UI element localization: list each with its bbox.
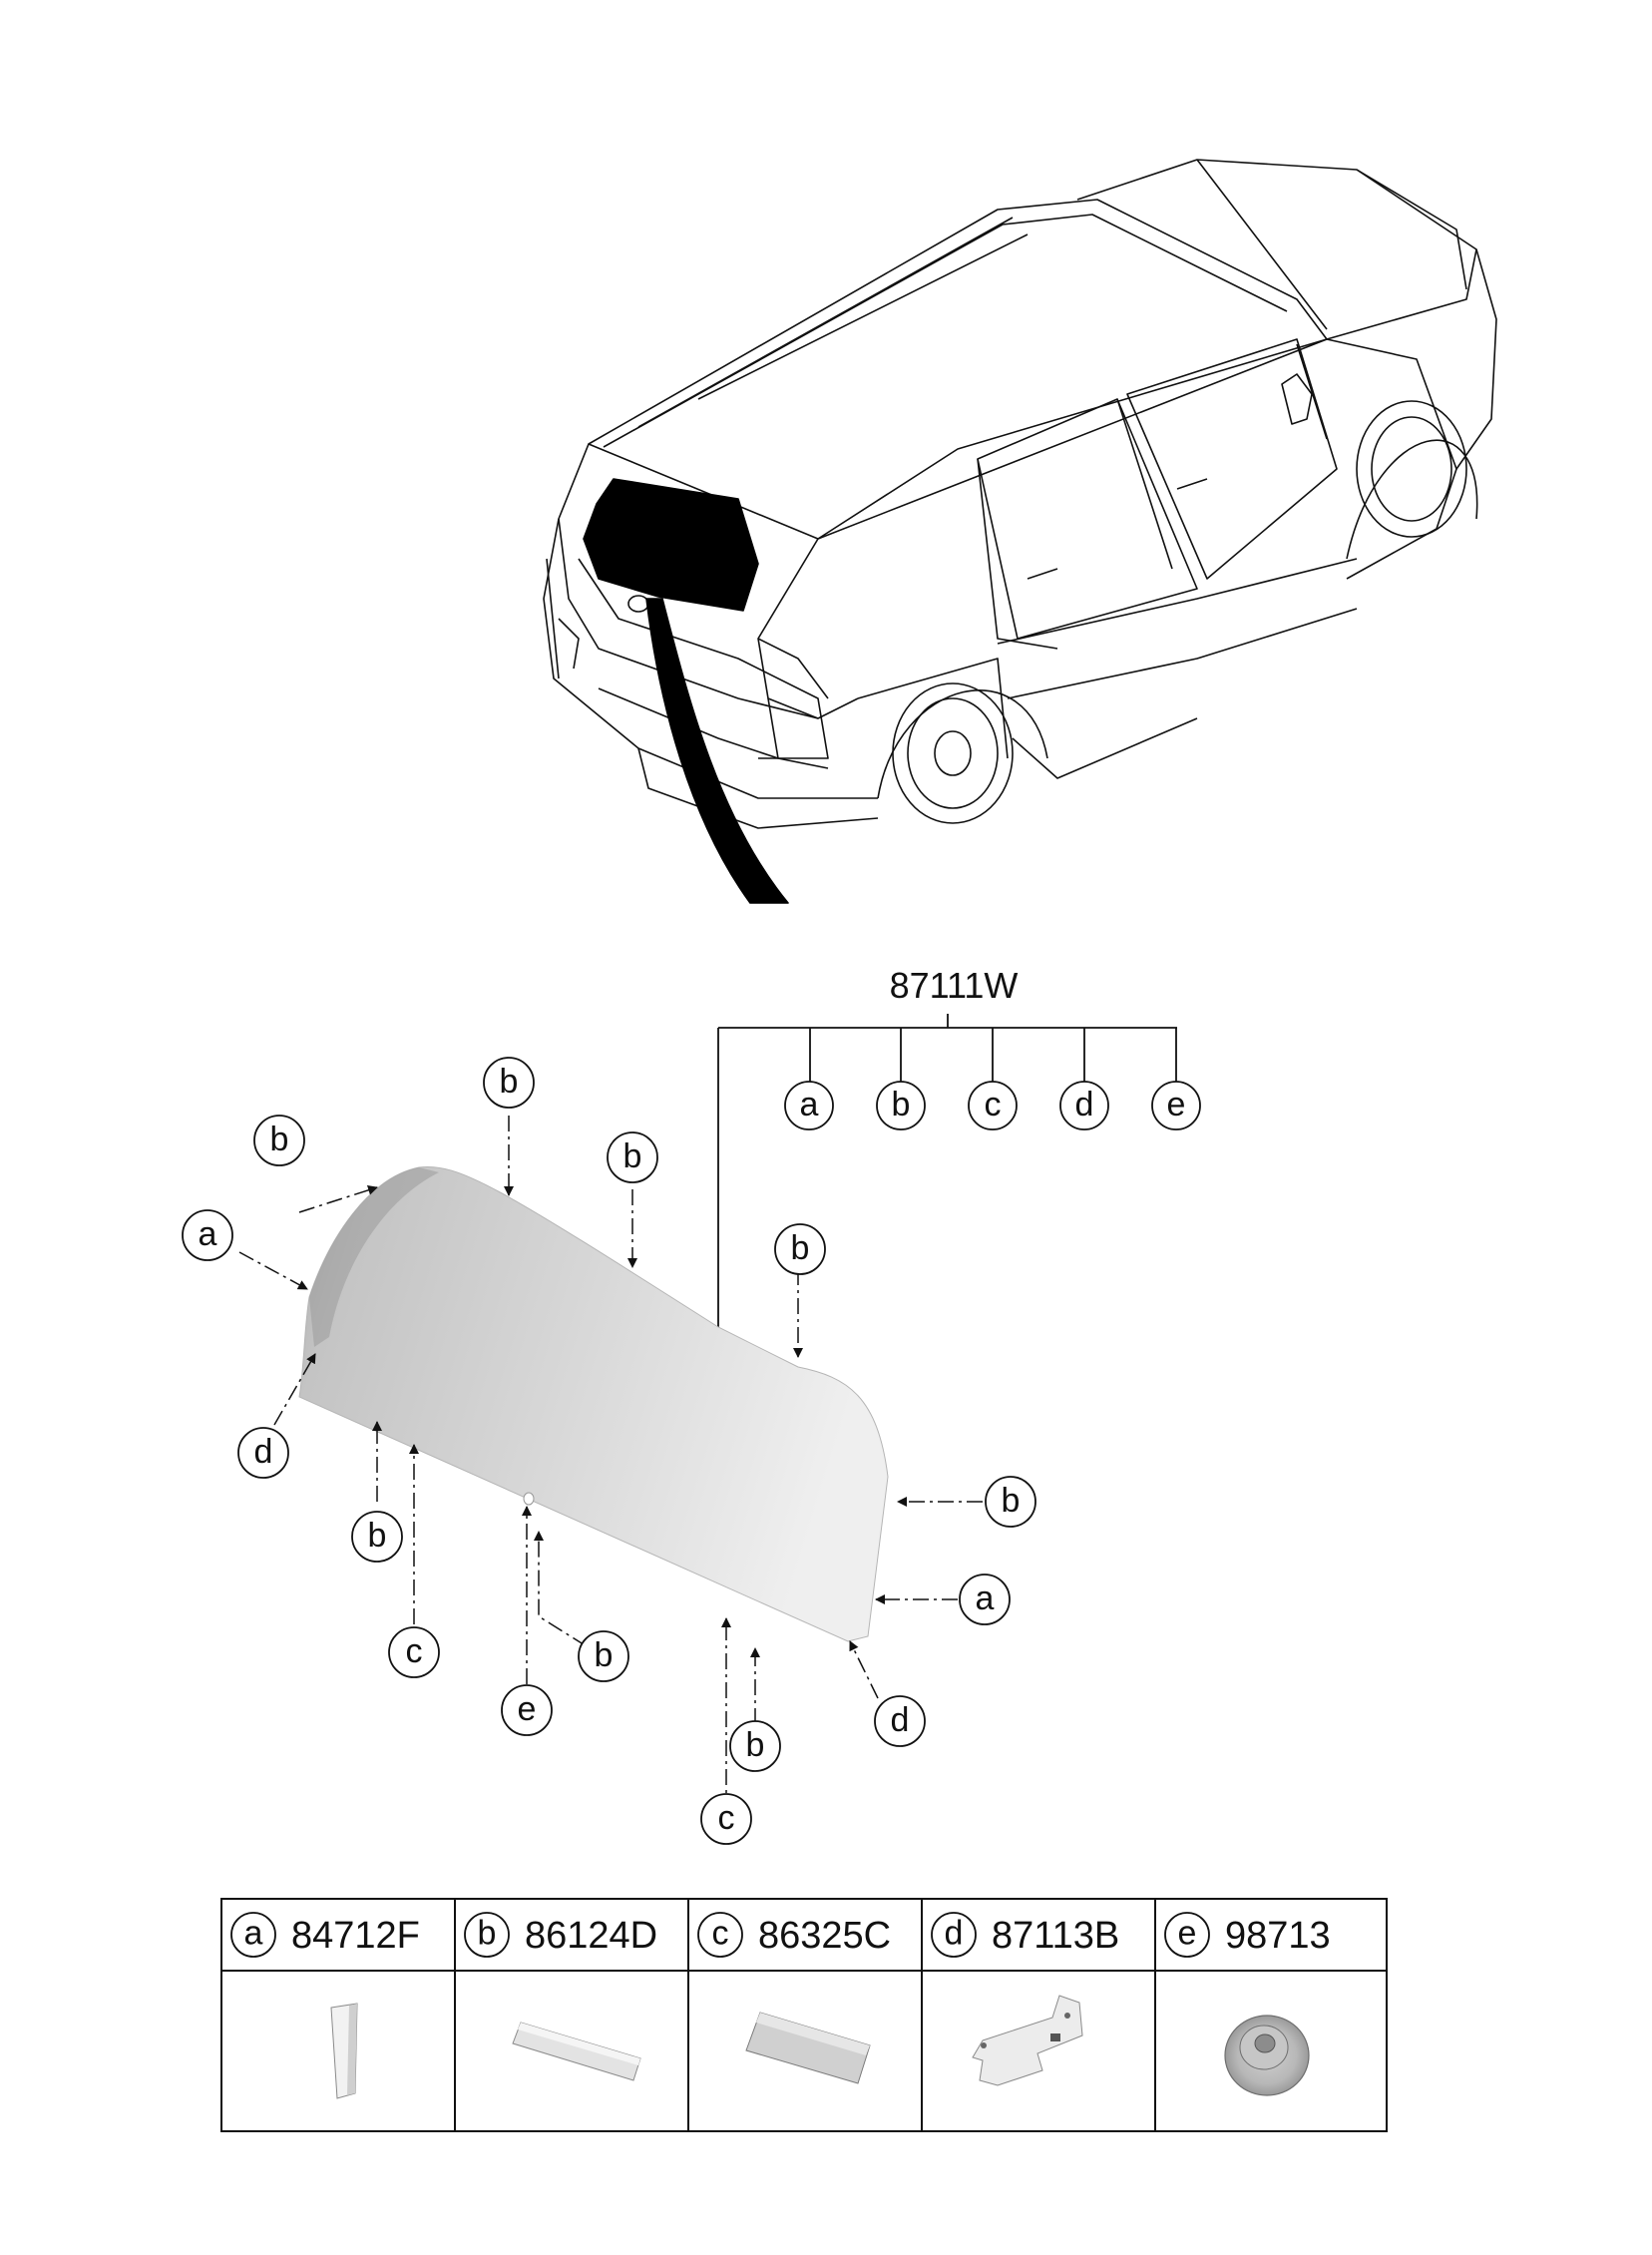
callout-circle [1151,1081,1201,1130]
callout-circle [483,1057,535,1109]
callout-letter: b [791,1229,810,1267]
callout-circle [968,1081,1018,1130]
callout-ce1: e [501,1684,553,1736]
legend-cells: a 84712F b 86124D c 86325C d 87113B e 98713 [230,1912,1331,1958]
legend-letter-c: c [697,1912,743,1958]
assembly-callout-d: d [1059,1081,1109,1130]
callout-circle [607,1131,658,1183]
callout-cb4: b [774,1223,826,1275]
part-illustration-a [330,2003,358,2099]
callout-circle [182,1209,233,1261]
callout-circle [876,1081,926,1130]
callout-circle [237,1427,289,1479]
callout-circle [959,1574,1011,1625]
callout-letter: a [800,1086,819,1124]
callout-leaders [238,1116,983,1814]
callout-letter: b [623,1137,642,1175]
legend-table [220,1898,1388,2132]
legend-part-code-b: 86124D [525,1915,657,1957]
callout-letter: b [478,1915,497,1953]
callout-letter: b [595,1636,614,1674]
callout-letter: d [945,1915,964,1953]
part-illustration-c [745,2012,871,2084]
callout-cb1: b [253,1115,305,1166]
callout-letter: b [270,1121,289,1158]
callout-letter: a [199,1215,217,1253]
callout-cc1: c [388,1626,440,1678]
callout-cb3: b [607,1131,658,1183]
assembly-part-number: 87111W [890,965,1019,1006]
callout-cb8: b [729,1720,781,1772]
callout-letter: b [892,1086,911,1124]
callout-letter: b [746,1726,765,1764]
legend-part-code-d: 87113B [992,1915,1119,1957]
callout-circle [697,1912,743,1958]
legend-part-code-a: 84712F [291,1915,420,1957]
callout-letter: d [254,1433,273,1471]
callout-letter: e [518,1690,537,1728]
rear-window-highlight [583,478,759,612]
callout-circle [501,1684,553,1736]
callout-circle [729,1720,781,1772]
callout-letter: d [1075,1086,1094,1124]
rear-glass-panel[interactable] [298,1165,889,1642]
callout-circle [1164,1912,1210,1958]
callout-letter: e [1178,1915,1197,1953]
callout-circle [874,1695,926,1747]
glass-hole [523,1492,535,1506]
callout-circle [578,1630,629,1682]
callout-ca1: a [182,1209,233,1261]
callout-letter: c [712,1915,729,1953]
callout-cd2: d [874,1695,926,1747]
legend-letter-d: d [931,1912,977,1958]
legend-part-code-c: 86325C [758,1915,891,1957]
assembly-callout-e: e [1151,1081,1201,1130]
callout-cb5: b [351,1511,403,1563]
callout-circle [464,1912,510,1958]
callout-circle [351,1511,403,1563]
callout-cb2: b [483,1057,535,1109]
callout-letter: b [1002,1482,1021,1520]
part-illustration-b [512,2022,641,2081]
callout-letter: c [718,1799,735,1837]
callout-circle [253,1115,305,1166]
callout-cc2: c [700,1793,752,1845]
callout-letter: c [406,1632,423,1670]
callout-circle [1059,1081,1109,1130]
callout-circle [230,1912,276,1958]
part-illustration-d [972,1995,1083,2086]
callout-circle [774,1223,826,1275]
part-illustration-e [1224,2015,1310,2096]
assembly-bracket [717,1014,1177,1327]
callout-cb6: b [578,1630,629,1682]
assembly-callout-a: a [784,1081,834,1130]
callout-letter: a [244,1915,263,1953]
legend-letter-a: a [230,1912,276,1958]
callout-circle [985,1476,1036,1528]
callout-circle [784,1081,834,1130]
callout-circle [931,1912,977,1958]
callout-letter: e [1167,1086,1186,1124]
callout-ca2: a [959,1574,1011,1625]
assembly-callout-b: b [876,1081,926,1130]
legend-letter-e: e [1164,1912,1210,1958]
legend-part-code-e: 98713 [1225,1915,1331,1957]
callout-cb7: b [985,1476,1036,1528]
callout-circle [700,1793,752,1845]
callout-letter: c [985,1086,1002,1124]
window-leader-wedge [645,598,789,904]
callout-letter: a [976,1579,995,1617]
callout-letter: b [500,1063,519,1101]
assembly-callout-c: c [968,1081,1018,1130]
callout-circle [388,1626,440,1678]
callout-cd1: d [237,1427,289,1479]
callout-letter: b [368,1517,387,1555]
callout-letter: d [891,1701,910,1739]
vehicle-illustration [543,159,1497,904]
assembly-callout-group: a b c d e [784,1081,1201,1130]
legend-letter-b: b [464,1912,510,1958]
